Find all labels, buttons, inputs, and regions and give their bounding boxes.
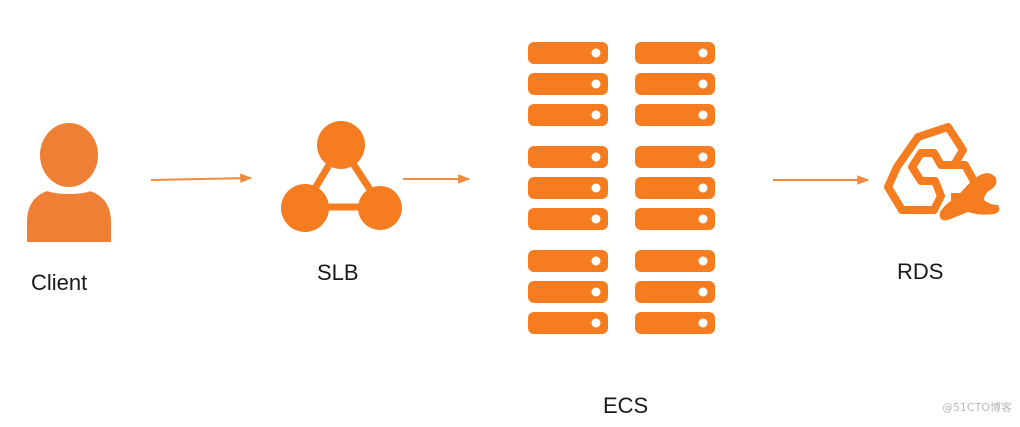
- server-unit: [635, 42, 715, 64]
- server-unit-body: [528, 208, 608, 230]
- server-unit: [635, 281, 715, 303]
- user-head-shape: [40, 123, 98, 187]
- server-unit-body: [528, 312, 608, 334]
- user-body-shape: [27, 188, 111, 242]
- server-unit-body: [635, 73, 715, 95]
- server-unit-body: [635, 42, 715, 64]
- watermark: @51CTO博客: [941, 401, 1012, 414]
- server-unit: [635, 73, 715, 95]
- server-unit-body: [635, 312, 715, 334]
- slb-node-right: [358, 186, 402, 230]
- server-unit-body: [635, 208, 715, 230]
- server-led-dot: [591, 48, 601, 58]
- server-led-dot: [591, 152, 601, 162]
- server-led-dot: [698, 79, 708, 89]
- server-led-dot: [591, 183, 601, 193]
- server-unit-body: [635, 104, 715, 126]
- server-led-dot: [698, 48, 708, 58]
- server-unit: [528, 146, 608, 168]
- client-label: Client: [31, 270, 88, 295]
- server-unit: [528, 208, 608, 230]
- ecs-label: ECS: [603, 393, 649, 418]
- server-unit-body: [528, 281, 608, 303]
- slb-node-left: [281, 184, 329, 232]
- server-rack-icon: [528, 42, 715, 334]
- server-led-dot: [698, 318, 708, 328]
- arrow-client-to-slb: [150, 173, 253, 184]
- seal-icon: [939, 173, 1000, 221]
- server-unit: [635, 250, 715, 272]
- server-led-dot: [591, 79, 601, 89]
- server-led-dot: [591, 110, 601, 120]
- server-unit: [635, 312, 715, 334]
- rds-recycle-shape: [884, 123, 967, 214]
- slb-node-top: [317, 121, 365, 169]
- server-unit-body: [528, 42, 608, 64]
- server-unit-body: [635, 281, 715, 303]
- server-unit-body: [528, 73, 608, 95]
- server-unit: [528, 42, 608, 64]
- load-balancer-icon: [281, 121, 402, 232]
- server-led-dot: [591, 287, 601, 297]
- server-led-dot: [698, 152, 708, 162]
- server-unit-body: [635, 146, 715, 168]
- server-led-dot: [698, 183, 708, 193]
- server-led-dot: [591, 214, 601, 224]
- rds-label: RDS: [897, 259, 944, 284]
- server-unit-body: [528, 104, 608, 126]
- server-unit: [528, 281, 608, 303]
- user-icon: [27, 123, 111, 242]
- server-led-dot: [698, 287, 708, 297]
- server-led-dot: [698, 256, 708, 266]
- server-unit: [528, 73, 608, 95]
- server-led-dot: [591, 318, 601, 328]
- server-unit-body: [528, 146, 608, 168]
- server-unit: [528, 312, 608, 334]
- server-unit-body: [528, 177, 608, 199]
- server-unit-body: [635, 177, 715, 199]
- server-unit: [635, 177, 715, 199]
- server-unit-body: [635, 250, 715, 272]
- server-unit: [635, 208, 715, 230]
- server-unit: [635, 146, 715, 168]
- server-led-dot: [698, 110, 708, 120]
- server-unit: [635, 104, 715, 126]
- server-unit-body: [528, 250, 608, 272]
- database-seal-icon: [884, 123, 1000, 221]
- server-unit: [528, 177, 608, 199]
- server-unit: [528, 104, 608, 126]
- server-led-dot: [591, 256, 601, 266]
- slb-label: SLB: [317, 260, 359, 285]
- server-unit: [528, 250, 608, 272]
- server-led-dot: [698, 214, 708, 224]
